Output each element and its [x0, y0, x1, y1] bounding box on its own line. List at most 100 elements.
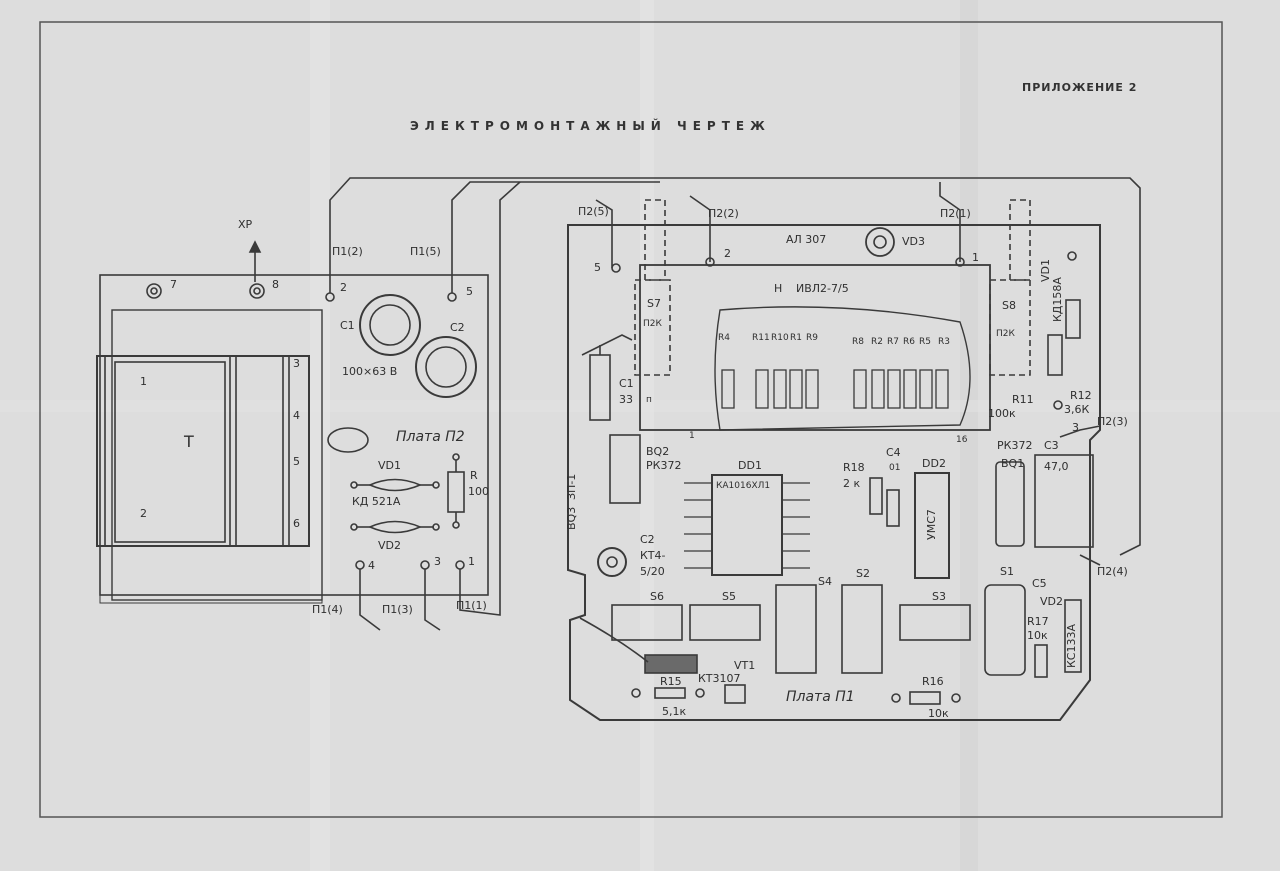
button-s3 [899, 604, 971, 641]
c3-label: C3 [1044, 439, 1059, 452]
p2-pin-1-label: 1 [468, 555, 475, 568]
r11-value-label: 100к [988, 407, 1016, 420]
p2-1-wire-label: П2(1) [940, 207, 971, 220]
p1-pin-2-label: 2 [724, 247, 731, 260]
capacitor-value-label: 100×63 В [342, 365, 398, 378]
transformer-label: T [184, 432, 194, 451]
s7-label: S7 [647, 297, 661, 310]
drawing-frame [39, 21, 1223, 818]
r3-label: R3 [938, 337, 950, 347]
s2-label: S2 [856, 567, 870, 580]
s3-label: S3 [932, 590, 946, 603]
dd2-type-label: УМС7 [925, 509, 938, 540]
terminal-7-label: 7 [170, 278, 177, 291]
pin-16-display: 16 [956, 435, 968, 445]
button-s5 [689, 604, 761, 641]
r15-value-label: 5,1к [662, 705, 687, 718]
transformer-pin-5: 5 [293, 455, 300, 468]
p2-5-wire-label: П2(5) [578, 205, 609, 218]
pin-1-display: 1 [689, 431, 695, 441]
r10-label: R10 [771, 333, 789, 343]
dd2-label: DD2 [922, 457, 946, 470]
button-s2 [841, 584, 883, 674]
s7-type-label: П2К [643, 319, 662, 329]
transformer-pin-3: 3 [293, 357, 300, 370]
p1-3-wire-label: П1(3) [382, 603, 413, 616]
p1-pin-1-label: 1 [972, 251, 979, 264]
vd1-p1-label: VD1 [1039, 259, 1052, 282]
dd1-type-label: КА1016ХЛ1 [716, 481, 771, 491]
vd1-label: VD1 [378, 459, 401, 472]
r4-label: R4 [718, 333, 730, 343]
p2-4-wire-label: П2(4) [1097, 565, 1128, 578]
bq2-type-label: РК372 [646, 459, 682, 472]
r11-label: R11 [1012, 393, 1034, 406]
bq1-label: BQ1 [1001, 457, 1025, 470]
r9-label: R9 [806, 333, 818, 343]
xp-label: XP [238, 218, 253, 231]
p1-5-wire-label: П1(5) [410, 245, 441, 258]
c3-value-label: 47,0 [1044, 460, 1069, 473]
p1-4-wire-label: П1(4) [312, 603, 343, 616]
c1-label: C1 [340, 319, 355, 332]
diode-type-label: КД 521А [352, 495, 401, 508]
r5-label: R5 [919, 337, 931, 347]
display-type-label: ИВЛ2-7/5 [796, 282, 849, 295]
c4-label: C4 [886, 446, 901, 459]
vd2-type-label: КС133А [1065, 623, 1078, 668]
s8-label: S8 [1002, 299, 1016, 312]
r18-value-label: 2 к [843, 477, 861, 490]
p1-2-wire-label: П1(2) [332, 245, 363, 258]
r16-label: R16 [922, 675, 944, 688]
r7-label: R7 [887, 337, 899, 347]
r16-value-label: 10к [928, 707, 949, 720]
s1-label: S1 [1000, 565, 1014, 578]
c1-p1-value: 33 [619, 393, 633, 406]
vt1-label: VT1 [734, 659, 756, 672]
r6-label: R6 [903, 337, 915, 347]
c1-p1-mark: п [646, 395, 652, 405]
c1-p1-label: C1 [619, 377, 634, 390]
vd2-p1-label: VD2 [1040, 595, 1063, 608]
transformer-pin-1: 1 [140, 375, 147, 388]
c2-type-label: КТ4- [640, 549, 666, 562]
bq3-label: BQ3 [565, 506, 578, 530]
transformer-pin-6: 6 [293, 517, 300, 530]
drawing-title: ЭЛЕКТРОМОНТАЖНЫЙ ЧЕРТЕЖ [410, 119, 771, 133]
s5-label: S5 [722, 590, 736, 603]
r8-label: R8 [852, 337, 864, 347]
dd1-label: DD1 [738, 459, 762, 472]
bq3-type-label: ЗП-1 [565, 473, 578, 500]
p2-pin-5-label: 5 [466, 285, 473, 298]
p2-pin-4-label: 4 [368, 559, 375, 572]
board-p2-name: Плата П2 [396, 429, 465, 445]
p2-3-wire-label: П2(3) [1097, 415, 1128, 428]
p1-1-wire-label: П1(1) [456, 599, 487, 612]
transformer-pin-4: 4 [293, 409, 300, 422]
vd2-label: VD2 [378, 539, 401, 552]
p1-pin-3-label: 3 [1072, 421, 1079, 434]
s4-label: S4 [818, 575, 832, 588]
button-s1 [984, 584, 1026, 676]
r2-label: R2 [871, 337, 883, 347]
r11-array-label: R11 [752, 333, 770, 343]
vd3-label: VD3 [902, 235, 925, 248]
vt1-type-label: КТ3107 [698, 672, 741, 685]
p1-pin-5-label: 5 [594, 261, 601, 274]
button-s4 [775, 584, 817, 674]
r18-label: R18 [843, 461, 865, 474]
r15-label: R15 [660, 675, 682, 688]
s8-type-label: П2К [996, 329, 1015, 339]
c2-label: C2 [450, 321, 465, 334]
c4-value-label: 01 [889, 463, 901, 473]
bq2-label: BQ2 [646, 445, 670, 458]
p2-2-wire-label: П2(2) [708, 207, 739, 220]
terminal-8-label: 8 [272, 278, 279, 291]
p2-pin-3-label: 3 [434, 555, 441, 568]
r-value-label: 100 [468, 485, 489, 498]
r12-label: R12 [1070, 389, 1092, 402]
r1-label: R1 [790, 333, 802, 343]
r17-value-label: 10к [1027, 629, 1048, 642]
